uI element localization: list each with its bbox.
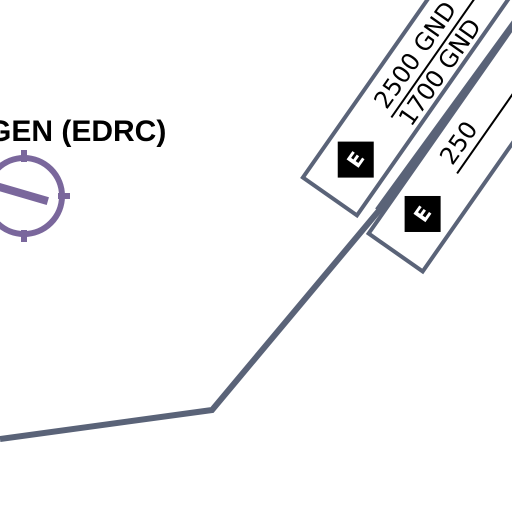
class-badge-background <box>404 195 441 232</box>
airspace-box-2-divider <box>456 33 512 175</box>
airport-symbol-icon <box>0 150 70 242</box>
route-line <box>0 193 395 442</box>
airspace-box-1-divider <box>390 0 490 118</box>
class-badge-background <box>337 141 374 178</box>
airspace-class-e-badge: E <box>404 195 441 232</box>
airspace-box-2: 250 E <box>365 1 512 275</box>
airspace-class-e-badge: E <box>337 141 374 178</box>
airport-label: GEN (EDRC) <box>0 115 166 148</box>
